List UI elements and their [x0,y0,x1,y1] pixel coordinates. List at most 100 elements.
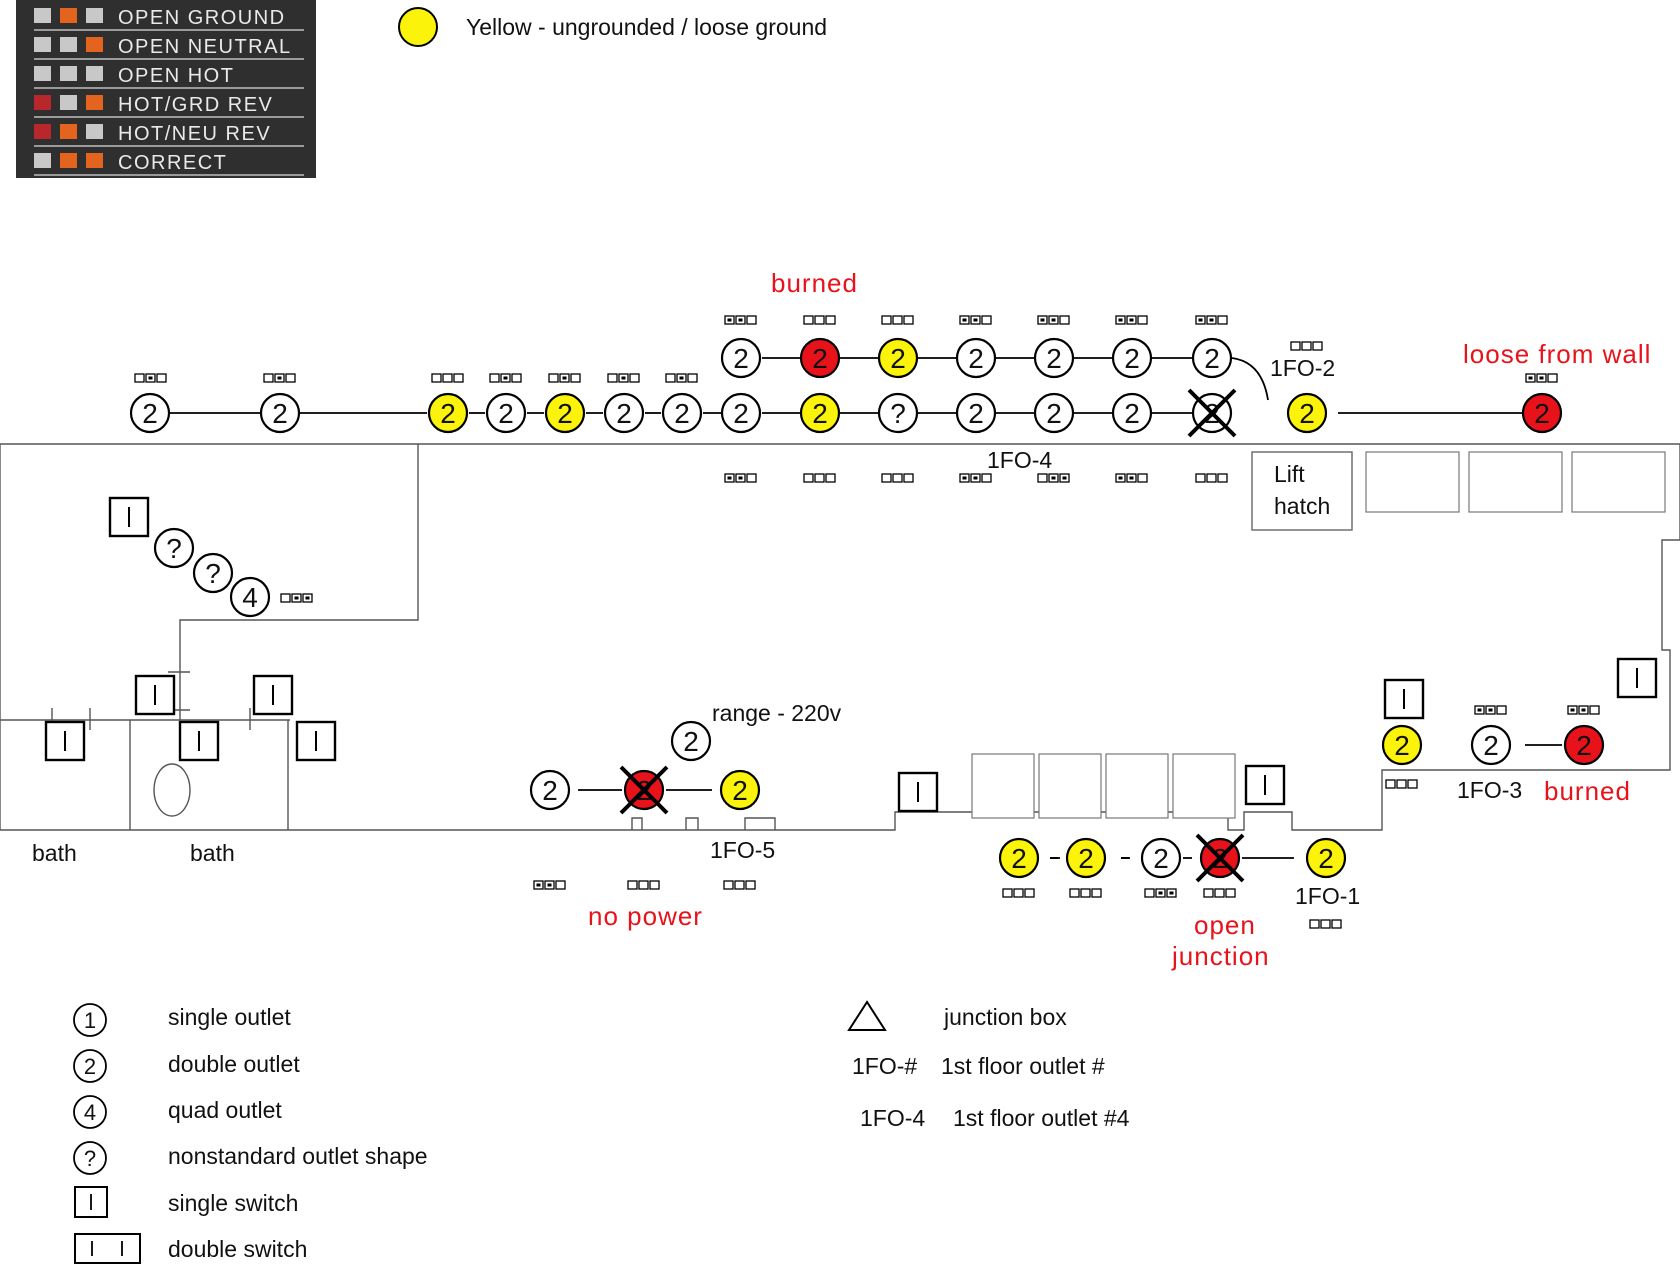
tester-cell-icon [649,880,660,890]
legend-fo-example-label: 1st floor outlet #4 [953,1105,1130,1131]
outlet-circle [544,392,586,434]
tester-cell-icon [687,373,698,383]
note-burned-top: burned [771,268,858,298]
outlet-circle [799,392,841,434]
label-1fo-4: 1FO-4 [987,447,1052,473]
legend-junction-box-label: junction box [943,1004,1067,1030]
tester-cell-icon [1013,888,1024,898]
outlet-circle [603,392,645,434]
tester-light-icon [86,95,103,110]
tester-reading-u2 [803,315,836,325]
tester-cell-icon [134,373,145,383]
outlet-symbol: 2 [1046,343,1062,374]
lift-hatch-label-2: hatch [1274,493,1330,519]
outlet-symbol: 2 [1318,843,1334,874]
tester-cell-icon [1385,779,1396,789]
tester-dot-icon [973,476,978,480]
tester-reading-l7 [1195,473,1228,483]
outlet-c4: 2 [1195,833,1245,883]
tester-cell-icon [903,473,914,483]
tester-cell-icon [892,473,903,483]
tester-dot-icon [1129,318,1134,322]
tester-cell-icon [734,880,745,890]
tester-cell-icon [1396,779,1407,789]
single-switch-icon [108,496,150,538]
tester-reading-loose [1525,373,1558,383]
tester-dot-icon [962,476,967,480]
cabinet-box [1038,753,1102,819]
tester-light-icon [34,95,51,110]
tester-dot-icon [1118,318,1123,322]
tester-dot-icon [621,376,626,380]
outlet-circle [998,837,1040,879]
wall-notch [744,817,776,830]
junction-box-icon [847,1000,887,1031]
outlet-circle [427,392,469,434]
cabinet-box [1571,451,1666,513]
outlet-t9: 2 [799,392,841,434]
outlet-t12: 2 [1033,392,1075,434]
outlet-symbol: 2 [1483,730,1499,761]
legend-double-switch-icon [74,1233,141,1264]
legend-double-switch-label: double switch [168,1236,307,1262]
legend-single-outlet-label: single outlet [168,1004,291,1030]
tester-dot-icon [536,883,541,887]
toilet [153,763,191,817]
tester-cell-icon [723,880,734,890]
tester-dot-icon [1158,891,1163,895]
tester-light-icon [60,153,77,168]
outlet-circle [1521,392,1563,434]
single-switch-icon [178,720,220,762]
tester-light-icon [34,8,51,23]
tester-cell-icon [1301,341,1312,351]
tester-cell-icon [263,373,274,383]
outlet-circle [485,392,527,434]
tester-cell-icon [1137,473,1148,483]
range-label: range - 220v [712,700,842,726]
cross-mark-icon [1187,388,1237,438]
tester-reading-t5 [548,373,581,383]
label-1fo-1: 1FO-1 [1295,883,1360,909]
tester-reading-t7 [665,373,698,383]
tester-cell-icon [1144,888,1155,898]
tester-reading-c4 [1203,888,1236,898]
tester-cell-icon [285,373,296,383]
tester-dot-icon [294,596,299,600]
outlet-symbol: 2 [616,398,632,429]
exterior-wall [0,443,1680,831]
tester-cell-icon [803,473,814,483]
outlet-symbol: 2 [890,343,906,374]
outlet-symbol: 2 [968,398,984,429]
tester-dot-icon [973,318,978,322]
outlet-symbol: 2 [1394,730,1410,761]
tester-reading-b1 [533,880,566,890]
tester-dot-icon [503,376,508,380]
outlet-symbol: 2 [812,398,828,429]
outlet-circle [1033,392,1075,434]
outlet-symbol: 2 [733,398,749,429]
single-switch-icon [1383,678,1425,720]
note-loose-from-wall: loose from wall [1463,339,1651,369]
tester-dot-icon [727,476,732,480]
tester-light-icon [86,37,103,52]
tester-dot-icon [738,318,743,322]
legend-outlet-symbol: 2 [84,1054,96,1079]
tester-reading-r2 [1474,705,1507,715]
tester-cell-icon [156,373,167,383]
outlet-circle [192,552,234,594]
tester-cell-icon [1496,705,1507,715]
tester-readings [134,315,1600,929]
tester-cell-icon [627,880,638,890]
tester-cell-icon [548,373,559,383]
outlet-circle [877,392,919,434]
outlet-symbol: 2 [1046,398,1062,429]
tester-dot-icon [1581,708,1586,712]
outlet-q2: ? [192,552,234,594]
outlet-symbol: 2 [498,398,514,429]
tester-legend-label: HOT/NEU REV [118,123,271,145]
outlet-symbol: 4 [242,582,258,613]
outlet-circle [1381,724,1423,766]
tester-cell-icon [607,373,618,383]
outlet-t8: 2 [720,392,762,434]
tester-reading-l3 [881,473,914,483]
